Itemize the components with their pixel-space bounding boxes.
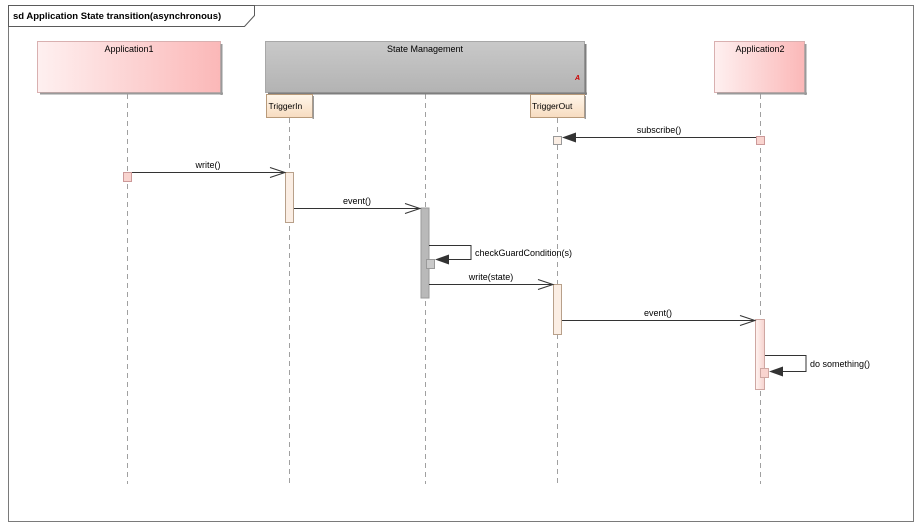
application1-lifeline-head[interactable]: Application1 xyxy=(37,41,224,96)
message-subscribe[interactable]: subscribe() xyxy=(562,125,756,143)
application2-activation xyxy=(755,319,765,390)
message-event-1[interactable]: event() xyxy=(294,196,422,214)
application2-label: Application2 xyxy=(735,44,784,54)
frame-title: sd Application State transition(asynchro… xyxy=(13,11,221,22)
trigger-out-subscribe-box xyxy=(553,136,562,145)
do-something-self-activation xyxy=(760,368,769,378)
application2-subscribe-box xyxy=(756,136,765,145)
abstract-marker: A xyxy=(574,75,580,82)
write-label: write() xyxy=(195,160,221,170)
do-something-label: do something() xyxy=(810,359,870,369)
check-guard-label: checkGuardCondition(s) xyxy=(475,248,572,258)
state-management-label: State Management xyxy=(387,44,464,54)
trigger-in-label: TriggerIn xyxy=(269,101,303,111)
message-event-2[interactable]: event() xyxy=(562,308,757,326)
guard-self-activation xyxy=(426,259,435,269)
application2-lifeline-head[interactable]: Application2 xyxy=(714,41,808,96)
trigger-in-activation xyxy=(285,172,294,223)
write-state-label: write(state) xyxy=(468,272,514,282)
message-write-state[interactable]: write(state) xyxy=(429,272,555,290)
application1-label: Application1 xyxy=(104,44,153,54)
trigger-out-label: TriggerOut xyxy=(532,101,573,111)
message-check-guard-condition[interactable]: checkGuardCondition(s) xyxy=(429,245,572,265)
state-management-activation xyxy=(420,207,430,299)
application1-activation xyxy=(123,172,132,182)
trigger-out-port[interactable]: TriggerOut xyxy=(530,94,587,120)
trigger-in-port[interactable]: TriggerIn xyxy=(266,94,315,120)
state-management-lifeline-head[interactable]: State Management A xyxy=(265,41,588,96)
message-write[interactable]: write() xyxy=(132,160,287,178)
message-do-something[interactable]: do something() xyxy=(765,355,870,377)
subscribe-label: subscribe() xyxy=(637,125,682,135)
trigger-out-activation xyxy=(553,284,562,335)
frame-title-tab xyxy=(8,5,255,27)
event-2-label: event() xyxy=(644,308,672,318)
event-1-label: event() xyxy=(343,196,371,206)
